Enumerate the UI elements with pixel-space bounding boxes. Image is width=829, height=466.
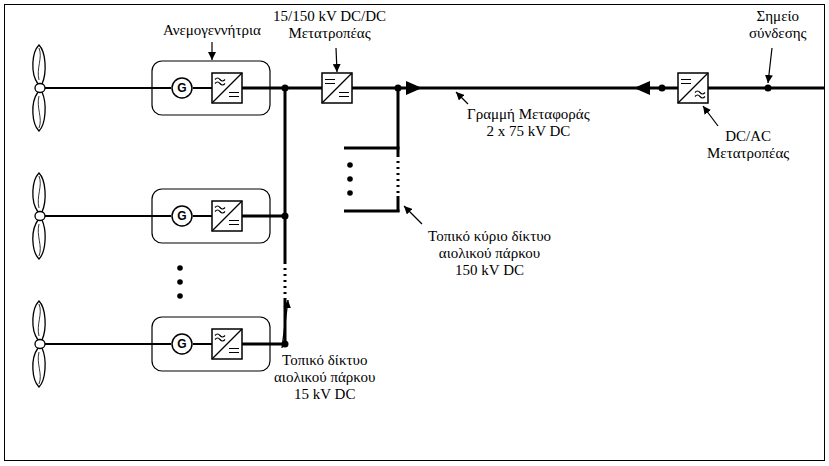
generator-letter: G (171, 205, 193, 227)
ac-dc-converter (212, 329, 242, 359)
feeder-150kv (344, 147, 400, 150)
bus-to-dcdc (285, 87, 322, 90)
ac-symbol (215, 78, 225, 85)
turbine-label: Ανεμογεννήτρια (163, 22, 261, 39)
network-label: Τοπικό κύριο δίκτυο αιολικού πάρκου 150 … (428, 228, 551, 279)
leader-arrow (456, 92, 468, 104)
leader-arrow (768, 48, 772, 83)
blade-twist (38, 48, 40, 80)
ac-dc-converter (212, 73, 242, 103)
blade-twist (38, 352, 40, 384)
rotor-hub (35, 212, 45, 221)
generator-lead (193, 87, 212, 89)
rotor-blade (33, 301, 45, 340)
ac-symbol (695, 91, 705, 98)
leader-arrow (703, 106, 718, 126)
blade-twist (38, 96, 40, 128)
converter-diagonal (212, 201, 242, 231)
ellipsis-dot (177, 279, 183, 285)
rotor-hub (35, 84, 45, 93)
line-label: Γραμμή Μεταφοράς 2 x 75 kV DC (467, 106, 590, 140)
converter-diagonal (212, 329, 242, 359)
rotor-blade (33, 348, 45, 387)
generator-circle: G (171, 77, 193, 99)
feeder-150kv (344, 210, 400, 213)
blade-twist (38, 176, 40, 208)
converter-box (212, 201, 242, 231)
junction-dot (659, 85, 666, 92)
turbine-output (242, 87, 285, 90)
leader-arrow (404, 206, 422, 224)
converter-box (322, 73, 352, 103)
rotor-blade (33, 220, 45, 259)
dc-symbol (339, 93, 349, 97)
bus-15kv-dotted (284, 262, 287, 300)
blade-twist (38, 224, 40, 256)
turbine-output (242, 343, 285, 346)
frame (5, 5, 825, 461)
connection-point (765, 85, 772, 92)
rotor-hub (35, 340, 45, 349)
ac-symbol (215, 334, 225, 341)
bus-150kv (397, 88, 400, 155)
dc-dc-converter (322, 73, 352, 103)
converter-diagonal (678, 73, 708, 103)
converter-diagonal (322, 73, 352, 103)
generator-circle: G (171, 333, 193, 355)
converter-box (212, 73, 242, 103)
dc-ac-converter (678, 73, 708, 103)
generator-circle: G (171, 205, 193, 227)
leader-arrow (282, 300, 288, 348)
rotor-blade (33, 92, 45, 131)
converter-label: DC/AC Μετατροπέας (707, 128, 789, 162)
leader-arrow (211, 42, 212, 60)
rotor-blade (33, 173, 45, 212)
ellipsis-dot (177, 293, 183, 299)
turbine-output (242, 215, 285, 218)
converter-box (678, 73, 708, 103)
network-label: Τοπικό δίκτυο αιολικού πάρκου 15 kV DC (274, 352, 376, 403)
wind-turbine (33, 45, 289, 131)
ellipsis-dot (347, 176, 353, 182)
bus-150kv-dotted (397, 155, 400, 196)
converter-label: 15/150 kV DC/DC Μετατροπέας (273, 8, 386, 42)
generator-lead (193, 215, 212, 217)
converter-box (212, 329, 242, 359)
dc-symbol (229, 349, 239, 353)
wind-turbine (33, 173, 289, 259)
ellipsis-dot (347, 190, 353, 196)
dc-symbol (229, 221, 239, 225)
flow-arrowhead (634, 81, 650, 95)
ellipsis-dot (347, 162, 353, 168)
rotor-blade (33, 45, 45, 84)
dc-symbol (229, 93, 239, 97)
leader-arrow (336, 48, 337, 72)
wind-turbine (33, 301, 289, 387)
bus-15kv (284, 88, 287, 262)
dc-symbol (325, 80, 335, 84)
generator-letter: G (171, 77, 193, 99)
leader-lines (212, 42, 772, 348)
ellipsis-dot (177, 265, 183, 271)
ac-dc-converter (212, 201, 242, 231)
ac-symbol (215, 206, 225, 213)
converter-diagonal (212, 73, 242, 103)
blade-twist (38, 304, 40, 336)
connection-point-label: Σημείο σύνδεσης (749, 8, 807, 42)
generator-lead (193, 343, 212, 345)
dc-symbol (681, 80, 691, 84)
flow-arrowhead (406, 81, 422, 95)
generator-letter: G (171, 333, 193, 355)
